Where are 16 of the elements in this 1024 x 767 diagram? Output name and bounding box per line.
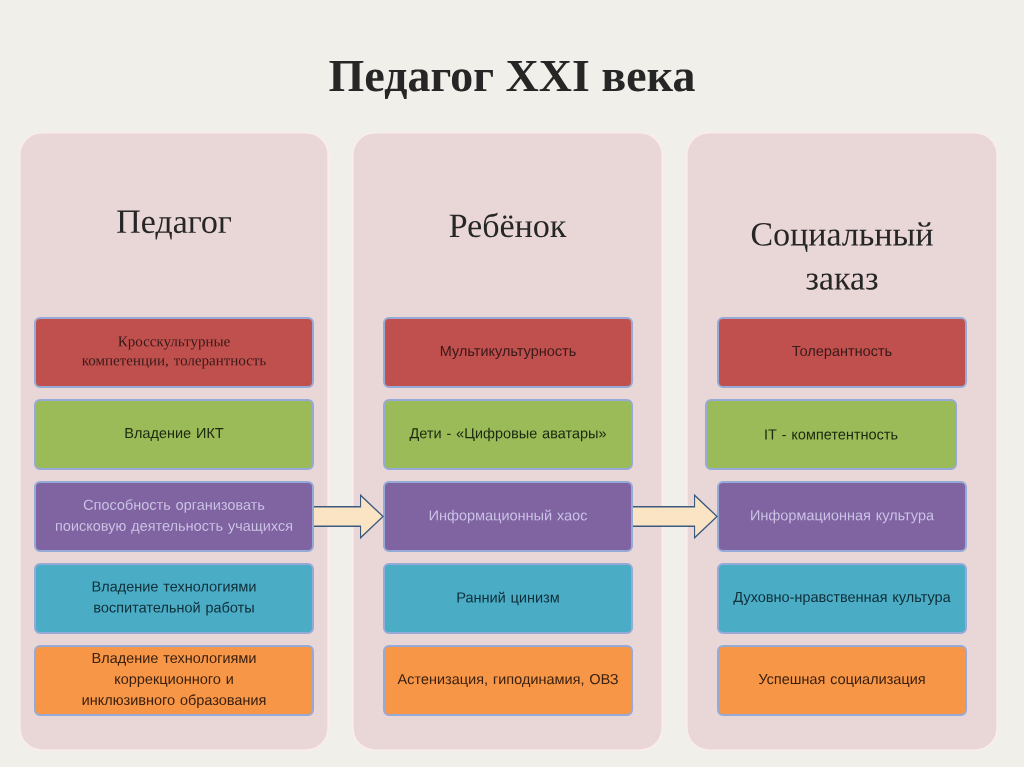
text-box: Владение технологиями воспитательной работы — [34, 563, 314, 634]
text-box: Владение ИКТ — [34, 399, 314, 470]
text-box: Информационный хаос — [383, 481, 633, 552]
text-box: Духовно-нравственная культура — [717, 563, 967, 634]
title: Педагог XXI века — [329, 60, 695, 100]
text-box: Толерантность — [717, 317, 967, 388]
text-box: Информационная культура — [717, 481, 967, 552]
text-box: Дети - «Цифровые аватары» — [383, 399, 633, 470]
text-box: Способность организовать поисковую деятельность учащихся — [34, 481, 314, 552]
text-box: Успешная социализация — [717, 645, 967, 716]
text-box: Мультикультурность — [383, 317, 633, 388]
text-box: Кросскультурные компетенции, толерантность — [34, 317, 314, 388]
text-box: Астенизация, гиподинамия, ОВЗ — [383, 645, 633, 716]
text-box: Владение технологиями коррекционного и инклюзивного образования — [34, 645, 314, 716]
text-box: IT - компетентность — [705, 399, 957, 470]
text-box: Ранний цинизм — [383, 563, 633, 634]
